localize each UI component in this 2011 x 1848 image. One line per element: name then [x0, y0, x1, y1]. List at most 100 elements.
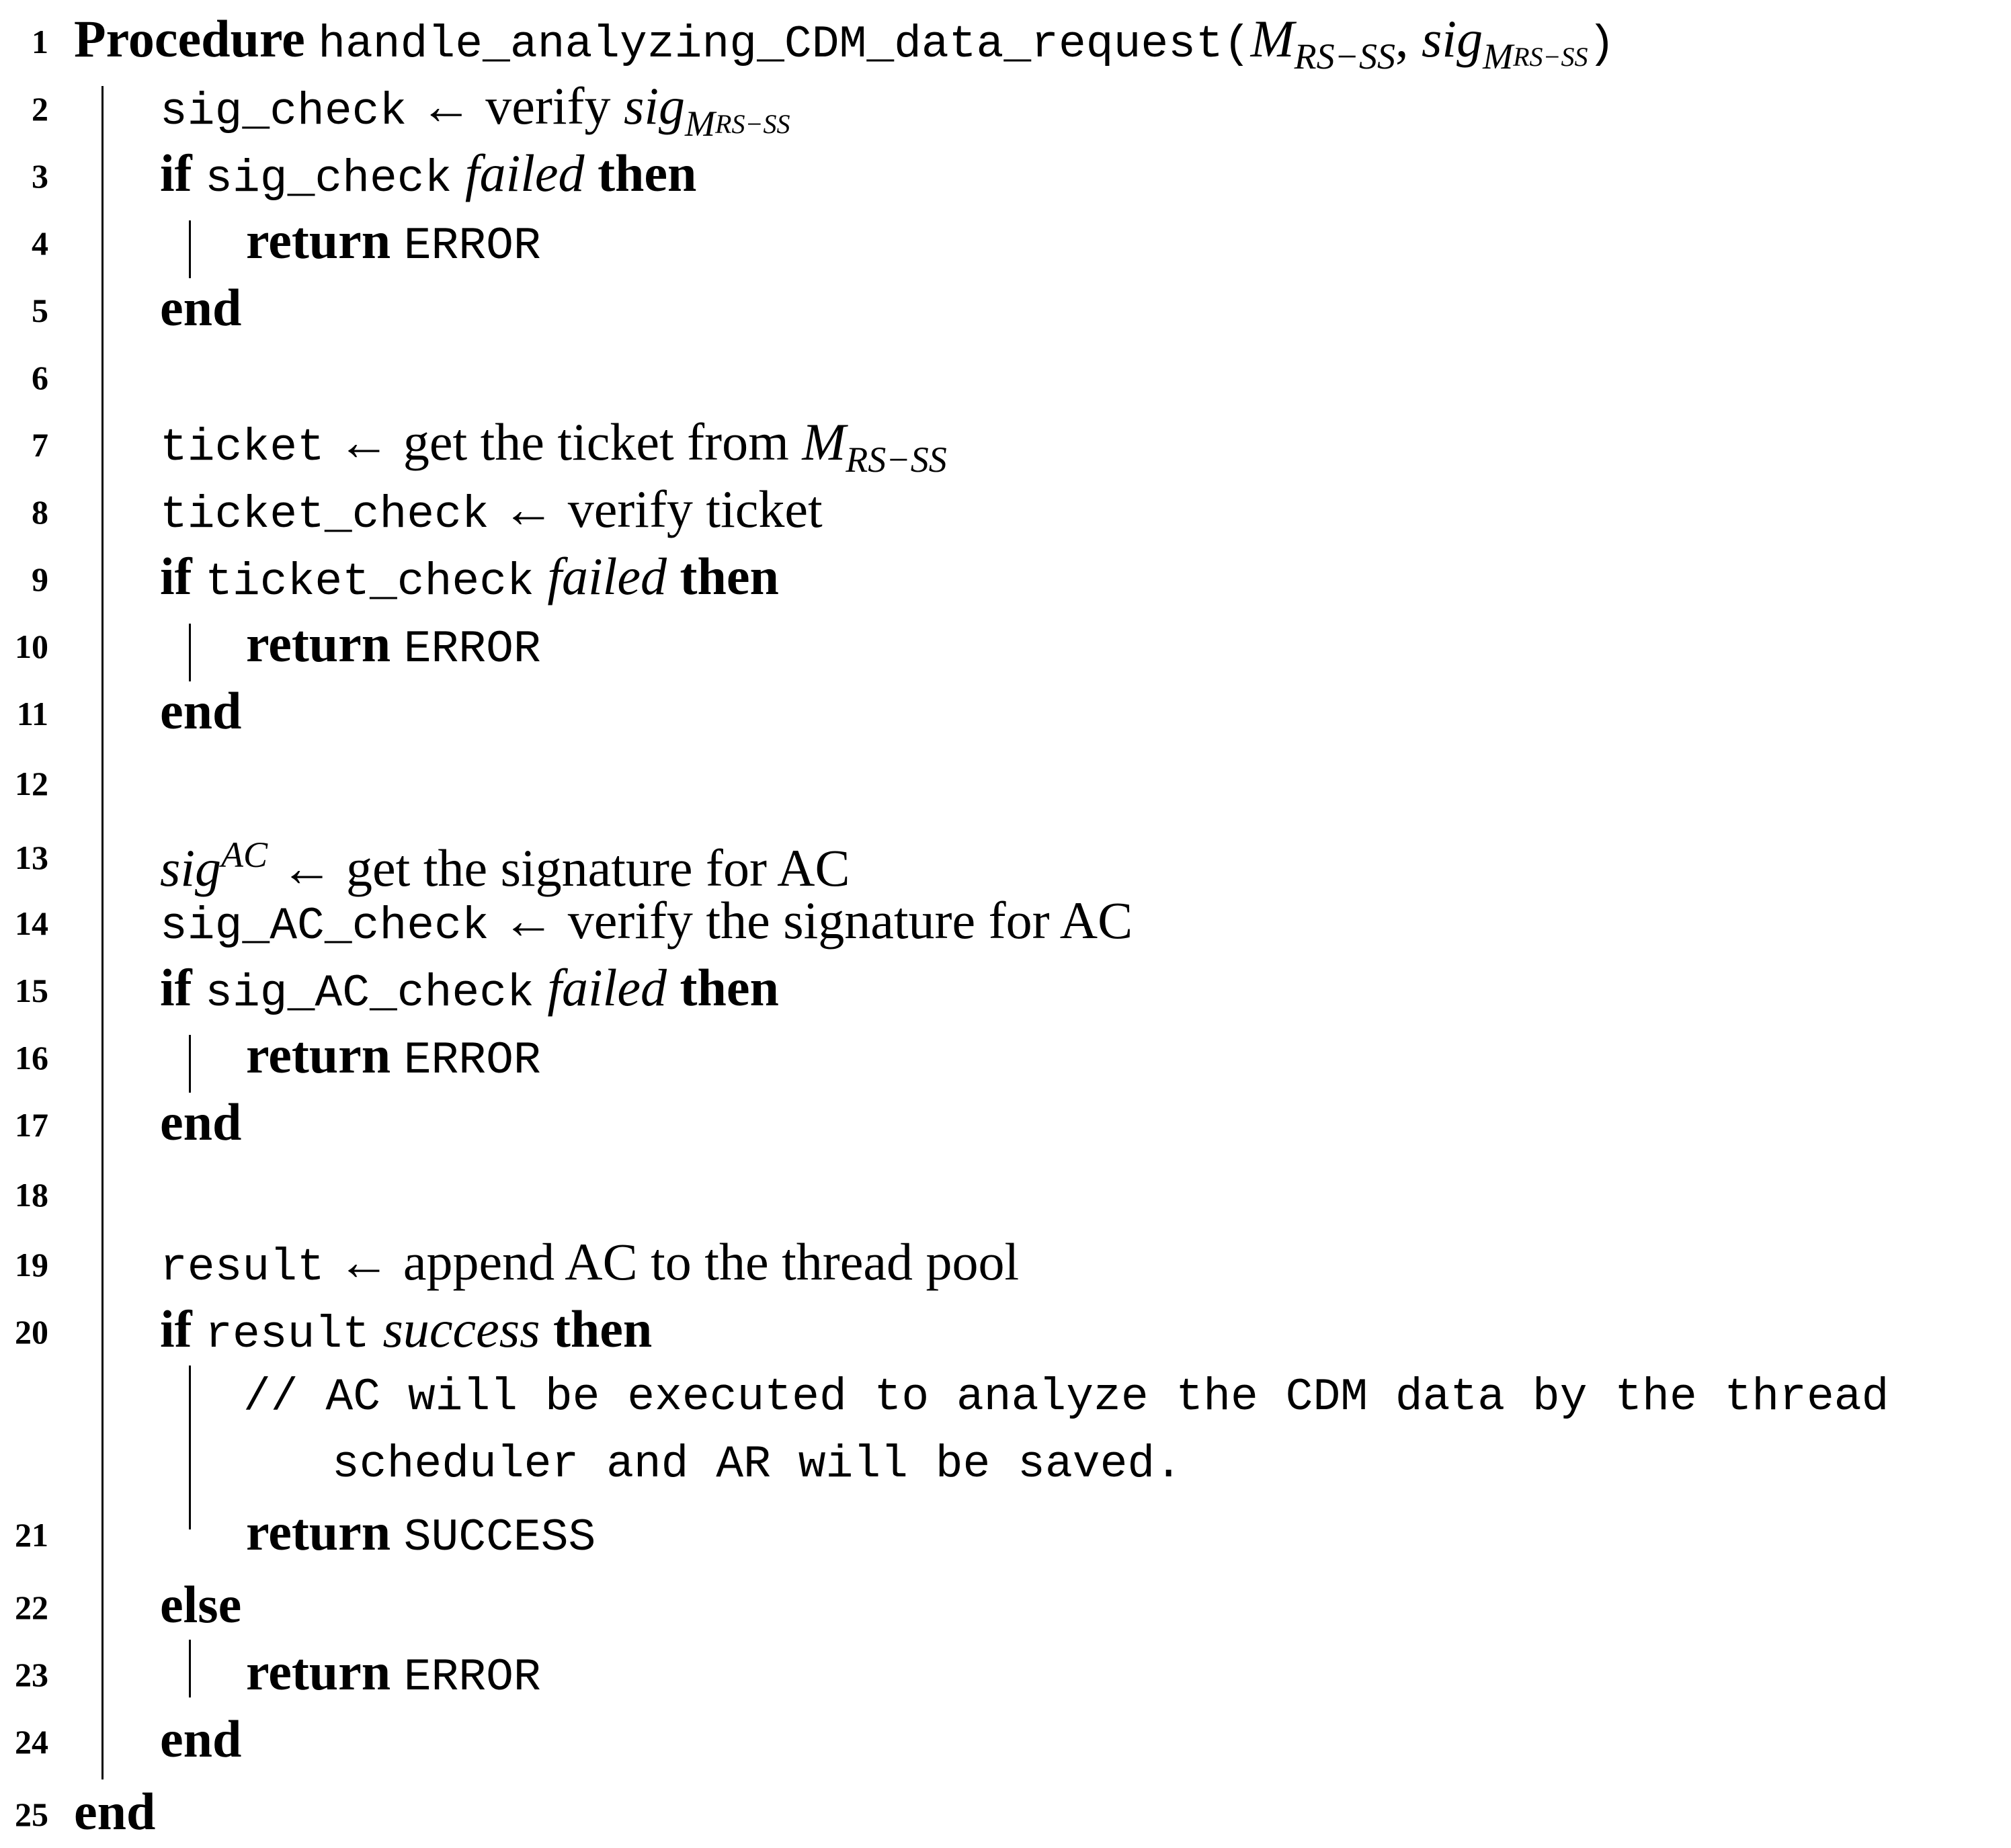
end-keyword: end — [160, 681, 242, 740]
then-keyword: then — [680, 958, 779, 1017]
var-sig-ac-check: sig_AC_check — [205, 968, 534, 1019]
procedure-keyword: Procedure — [74, 9, 305, 68]
return-keyword: return — [246, 1503, 391, 1561]
comment-text: scheduler and AR will be saved. — [332, 1439, 1183, 1490]
success-keyword: success — [382, 1300, 540, 1358]
math-sig-base: sig — [160, 839, 222, 897]
if-keyword: if — [160, 144, 192, 202]
line-number: 11 — [16, 695, 48, 732]
line-number: 6 — [32, 359, 48, 396]
end-keyword: end — [74, 1782, 156, 1841]
return-value: SUCCESS — [403, 1512, 596, 1564]
if-keyword: if — [160, 1300, 192, 1358]
statement-text: append AC to the thread pool — [403, 1232, 1020, 1291]
return-keyword: return — [246, 614, 391, 673]
line-number: 22 — [15, 1589, 48, 1626]
line-number: 12 — [15, 765, 48, 802]
line-number: 19 — [15, 1246, 48, 1284]
procedure-name: handle_analyzing_CDM_data_request — [318, 19, 1223, 71]
line-number: 21 — [15, 1516, 48, 1554]
line-number: 4 — [32, 224, 48, 262]
return-value: ERROR — [403, 220, 541, 272]
failed-keyword: failed — [464, 144, 585, 202]
line-number: 8 — [32, 493, 48, 531]
then-keyword: then — [680, 547, 779, 605]
var-result: result — [205, 1309, 370, 1361]
then-keyword: then — [598, 144, 697, 202]
return-keyword: return — [246, 1642, 391, 1701]
param-sig-subscript-base: M — [1483, 36, 1514, 77]
open-paren: ( — [1223, 19, 1251, 71]
assign-arrow: ← — [419, 77, 473, 135]
line-number: 13 — [15, 839, 48, 876]
line-number: 20 — [15, 1313, 48, 1351]
procedure-body-bar — [101, 86, 104, 1779]
else-keyword: else — [160, 1575, 242, 1634]
comment-text: // AC will be executed to analyze the CD… — [243, 1372, 1889, 1423]
math-m-subscript: RS−SS — [846, 439, 947, 480]
var-ticket-check: ticket_check — [205, 556, 534, 608]
math-sig-subscript-base: M — [685, 103, 716, 144]
assign-arrow: ← — [502, 480, 555, 538]
return-keyword: return — [246, 1025, 391, 1084]
if-block-bar-2 — [189, 624, 191, 681]
failed-keyword: failed — [547, 958, 667, 1017]
line-number: 10 — [15, 628, 48, 665]
close-paren: ) — [1588, 19, 1616, 71]
line-number: 16 — [15, 1039, 48, 1077]
line-number: 14 — [15, 905, 48, 942]
line-number: 5 — [32, 292, 48, 329]
line-number: 15 — [15, 972, 48, 1009]
param-comma: , — [1395, 9, 1409, 68]
line-number: 24 — [15, 1723, 48, 1761]
statement-text: get the signature for AC — [346, 839, 850, 897]
assign-arrow: ← — [337, 1232, 391, 1291]
return-value: ERROR — [403, 1652, 541, 1704]
statement-text: verify the signature for AC — [567, 891, 1133, 950]
math-sig-base: sig — [624, 77, 686, 135]
end-keyword: end — [160, 1710, 242, 1768]
if-block-bar-4 — [189, 1366, 191, 1529]
var-sig-ac-check: sig_AC_check — [160, 900, 489, 952]
if-keyword: if — [160, 547, 192, 605]
statement-text: get the ticket from — [403, 413, 789, 471]
line-number: 25 — [15, 1796, 48, 1833]
statement-text: verify ticket — [567, 480, 823, 538]
var-result: result — [160, 1242, 325, 1294]
math-sig-superscript: AC — [221, 835, 268, 875]
line-number: 3 — [32, 157, 48, 195]
statement-text: verify — [485, 77, 611, 135]
else-block-bar — [189, 1640, 191, 1697]
var-sig-check: sig_check — [160, 86, 407, 138]
end-keyword: end — [160, 278, 242, 337]
failed-keyword: failed — [547, 547, 667, 605]
param-sig-base: sig — [1422, 9, 1483, 68]
var-sig-check: sig_check — [205, 153, 452, 205]
if-block-bar-1 — [189, 220, 191, 278]
var-ticket-check: ticket_check — [160, 489, 489, 541]
end-keyword: end — [160, 1093, 242, 1151]
assign-arrow: ← — [502, 891, 555, 950]
line-number: 7 — [32, 426, 48, 464]
line-number: 9 — [32, 560, 48, 598]
line-number: 18 — [15, 1176, 48, 1214]
return-value: ERROR — [403, 1035, 541, 1087]
param-m-base: M — [1250, 9, 1295, 68]
if-keyword: if — [160, 958, 192, 1017]
return-value: ERROR — [403, 624, 541, 675]
math-m-base: M — [802, 413, 846, 471]
math-sig-subscript-sub: RS−SS — [715, 109, 790, 139]
var-ticket: ticket — [160, 422, 325, 474]
assign-arrow: ← — [280, 839, 333, 897]
line-number: 23 — [15, 1656, 48, 1693]
return-keyword: return — [246, 211, 391, 269]
assign-arrow: ← — [337, 413, 391, 471]
line-number: 1 — [32, 23, 48, 60]
then-keyword: then — [552, 1300, 653, 1358]
param-m-subscript: RS−SS — [1294, 36, 1396, 77]
if-block-bar-3 — [189, 1035, 191, 1093]
param-sig-subscript-sub: RS−SS — [1513, 42, 1588, 72]
line-number: 2 — [32, 90, 48, 128]
line-number: 17 — [15, 1106, 48, 1144]
